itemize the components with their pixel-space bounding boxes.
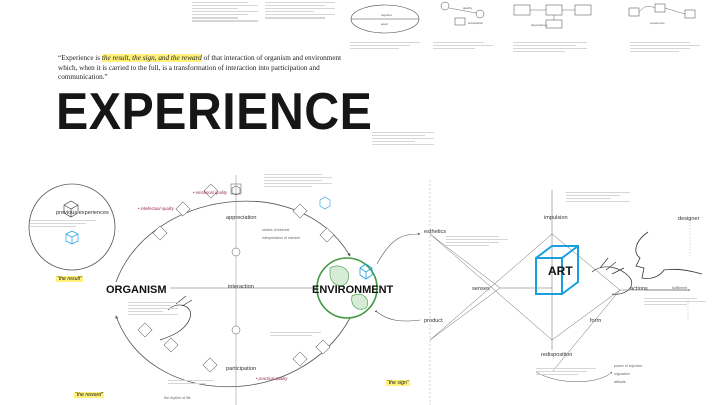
quote-highlight: the result, the sign, and the reward	[101, 54, 202, 62]
text-block	[513, 40, 587, 60]
label-intellectual-quality: • intellectual quality	[138, 206, 174, 211]
fig-label-anticipation: anticipation	[468, 21, 484, 25]
label-rhythm-of-life: the rhythm of life	[164, 396, 191, 400]
top-figure-strip: together apart apathy anticipation depen…	[350, 1, 696, 34]
label-regulation: regulation	[614, 372, 630, 376]
label-redisposition: redisposition	[541, 352, 573, 358]
label-form: form	[590, 318, 602, 324]
cube-icon	[319, 196, 331, 210]
label-emotional-quality: • emotional quality	[193, 190, 228, 195]
fig-label-apathy: apathy	[463, 6, 473, 10]
label-attitude: attitude	[614, 380, 626, 384]
text-block	[192, 0, 258, 34]
text-block	[168, 378, 222, 392]
cube-icon	[63, 200, 79, 218]
label-appreciation: appreciation	[226, 215, 257, 221]
figure-dependency-boxes: dependency	[513, 4, 592, 29]
page-title: EXPERIENCE	[56, 83, 373, 141]
label-actions: actions	[630, 286, 648, 292]
quote-text-before: “Experience is	[58, 54, 102, 62]
figure-ellipse-loop: together apart	[350, 4, 420, 34]
label-designer: designer	[678, 216, 700, 222]
arc-markers	[137, 183, 335, 373]
label-previous-experiences: previous experiences	[56, 210, 109, 216]
text-block	[372, 130, 434, 158]
label-organism: ORGANISM	[106, 284, 167, 296]
text-block	[264, 172, 332, 198]
label-practical-quality: • practical quality	[256, 376, 288, 381]
previous-experiences-circle	[28, 183, 116, 271]
label-fulfillment: fulfillment	[672, 286, 688, 290]
text-block	[433, 40, 493, 54]
dewey-quote: “Experience is the result, the sign, and…	[58, 54, 358, 83]
text-block	[566, 190, 630, 210]
art-cube-icon	[535, 245, 579, 295]
label-environment: ENVIRONMENT	[312, 284, 394, 296]
text-block	[30, 218, 96, 232]
head-profile-icon	[635, 231, 703, 279]
figure-apathy-flow: apathy anticipation	[440, 1, 485, 26]
label-esthetics: esthetics	[424, 229, 447, 235]
label-the-reward: “the reward”	[74, 392, 104, 398]
text-block	[630, 40, 700, 62]
label-interpretation-of-interest: interpretation of interest	[262, 236, 300, 240]
upper-arc	[115, 200, 351, 283]
cube-icon	[65, 230, 79, 245]
label-strides-of-interest: strides of interest	[262, 228, 290, 232]
text-block	[265, 0, 335, 30]
label-senses: senses	[472, 286, 490, 292]
arrow-icon	[535, 371, 613, 382]
text-block	[270, 330, 330, 344]
fig-label-experience: experience	[650, 21, 665, 25]
globe-icon	[316, 257, 378, 319]
label-the-sign: “the sign”	[386, 380, 410, 386]
figure-experience-flow: experience	[628, 3, 696, 25]
text-block	[644, 296, 706, 314]
text-block	[446, 234, 508, 256]
cube-icon	[231, 185, 241, 196]
hand-icon	[591, 257, 633, 295]
text-block	[536, 366, 596, 382]
text-block	[128, 300, 178, 330]
label-impulsion: impulsion	[544, 215, 568, 221]
label-art: ART	[548, 264, 573, 278]
svg-text:together: together	[381, 13, 392, 17]
quote-text-after: of that interaction of organism and envi…	[58, 54, 342, 82]
svg-text:apart: apart	[381, 22, 388, 26]
label-the-result: “the result”	[56, 276, 83, 282]
text-block	[350, 40, 420, 54]
label-participation: participation	[226, 366, 257, 372]
label-power-of-rejection: power of rejection	[614, 364, 643, 368]
label-interaction: interaction	[228, 284, 254, 290]
label-product: product	[424, 318, 443, 324]
fig-label-dependency: dependency	[531, 23, 548, 27]
